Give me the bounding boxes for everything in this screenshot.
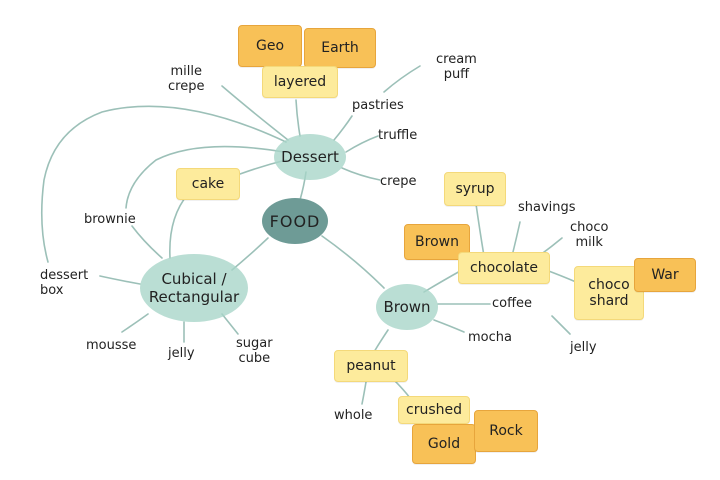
choco-shard-label: choco shard bbox=[588, 277, 630, 309]
link-brown-mocha bbox=[433, 319, 465, 333]
link-dessert-millecrepe bbox=[221, 85, 289, 141]
link-pastries-creampuff bbox=[383, 65, 421, 93]
brown-note-label: Brown bbox=[415, 234, 459, 250]
link-dessert-dessertbox bbox=[40, 105, 287, 263]
shavings-label: shavings bbox=[518, 200, 576, 215]
link-cubical-cake bbox=[169, 193, 189, 259]
choco-milk-label: choco milk bbox=[570, 220, 609, 250]
link-cubical-brownie bbox=[131, 225, 163, 259]
link-peanut-whole bbox=[361, 381, 367, 405]
crepe-label: crepe bbox=[380, 174, 417, 189]
link-coffee-jelly bbox=[551, 315, 571, 335]
sticky-layered[interactable]: layered bbox=[262, 66, 338, 98]
link-food-brown bbox=[321, 235, 385, 289]
whole-label: whole bbox=[334, 408, 373, 423]
pastries-label: pastries bbox=[352, 98, 404, 113]
cubical-label: Cubical / Rectangular bbox=[148, 270, 240, 306]
link-brown-chocolate bbox=[423, 269, 463, 293]
sticky-war[interactable]: War bbox=[634, 258, 696, 292]
brown-label: Brown bbox=[383, 298, 431, 316]
mocha-label: mocha bbox=[468, 330, 512, 345]
cubical-node[interactable]: Cubical / Rectangular bbox=[140, 254, 248, 322]
food-node[interactable]: FOOD bbox=[262, 198, 328, 244]
geo-label: Geo bbox=[255, 38, 285, 54]
link-dessert-truffle bbox=[345, 135, 379, 153]
coffee-label: coffee bbox=[492, 296, 533, 311]
layered-label: layered bbox=[273, 74, 327, 90]
sticky-brown[interactable]: Brown bbox=[404, 224, 470, 260]
link-chocolate-chocoshard bbox=[545, 269, 577, 283]
link-food-cubical bbox=[231, 237, 269, 271]
chocolate-label: chocolate bbox=[470, 260, 538, 276]
truffle-label: truffle bbox=[378, 128, 418, 143]
mousse-label: mousse bbox=[86, 338, 137, 353]
sticky-crushed[interactable]: crushed bbox=[398, 396, 470, 424]
peanut-label: peanut bbox=[346, 358, 396, 374]
sticky-chocolate[interactable]: chocolate bbox=[458, 252, 550, 284]
link-dessert-layered bbox=[295, 99, 301, 137]
cream-puff-label: cream puff bbox=[436, 52, 477, 82]
sticky-geo[interactable]: Geo bbox=[238, 25, 302, 67]
war-label: War bbox=[651, 267, 679, 283]
cake-label: cake bbox=[191, 176, 225, 192]
sticky-choco-shard[interactable]: choco shard bbox=[574, 266, 644, 320]
rock-label: Rock bbox=[489, 423, 523, 439]
syrup-label: syrup bbox=[455, 181, 495, 197]
jelly2-label: jelly bbox=[570, 340, 597, 355]
link-dessert-crepe bbox=[341, 167, 381, 181]
link-chocolate-syrup bbox=[475, 203, 485, 257]
link-dessert-pastries bbox=[333, 115, 353, 141]
sticky-peanut[interactable]: peanut bbox=[334, 350, 408, 382]
gold-label: Gold bbox=[427, 436, 461, 452]
link-dessert-brownie bbox=[125, 145, 285, 209]
sticky-rock[interactable]: Rock bbox=[474, 410, 538, 452]
earth-label: Earth bbox=[321, 40, 359, 56]
crushed-label: crushed bbox=[406, 402, 462, 418]
dessert-node[interactable]: Dessert bbox=[274, 134, 346, 180]
dessert-label: Dessert bbox=[281, 148, 339, 166]
brownie-label: brownie bbox=[84, 212, 136, 227]
sticky-cake[interactable]: cake bbox=[176, 168, 240, 200]
sugar-cube-label: sugar cube bbox=[236, 336, 273, 366]
sticky-gold[interactable]: Gold bbox=[412, 424, 476, 464]
mille-crepe-label: mille crepe bbox=[168, 64, 205, 94]
food-label: FOOD bbox=[269, 211, 321, 231]
link-cubical-mousse bbox=[121, 313, 149, 333]
link-brown-peanut bbox=[373, 329, 389, 353]
brown-node[interactable]: Brown bbox=[376, 284, 438, 330]
sticky-earth[interactable]: Earth bbox=[304, 28, 376, 68]
link-chocolate-shavings bbox=[511, 221, 521, 257]
link-cubical-dessertbox bbox=[99, 275, 141, 285]
jelly-label: jelly bbox=[168, 346, 195, 361]
link-cubical-sugarcube bbox=[221, 313, 239, 335]
sticky-syrup[interactable]: syrup bbox=[444, 172, 506, 206]
dessert-box-label: dessert box bbox=[40, 268, 89, 298]
